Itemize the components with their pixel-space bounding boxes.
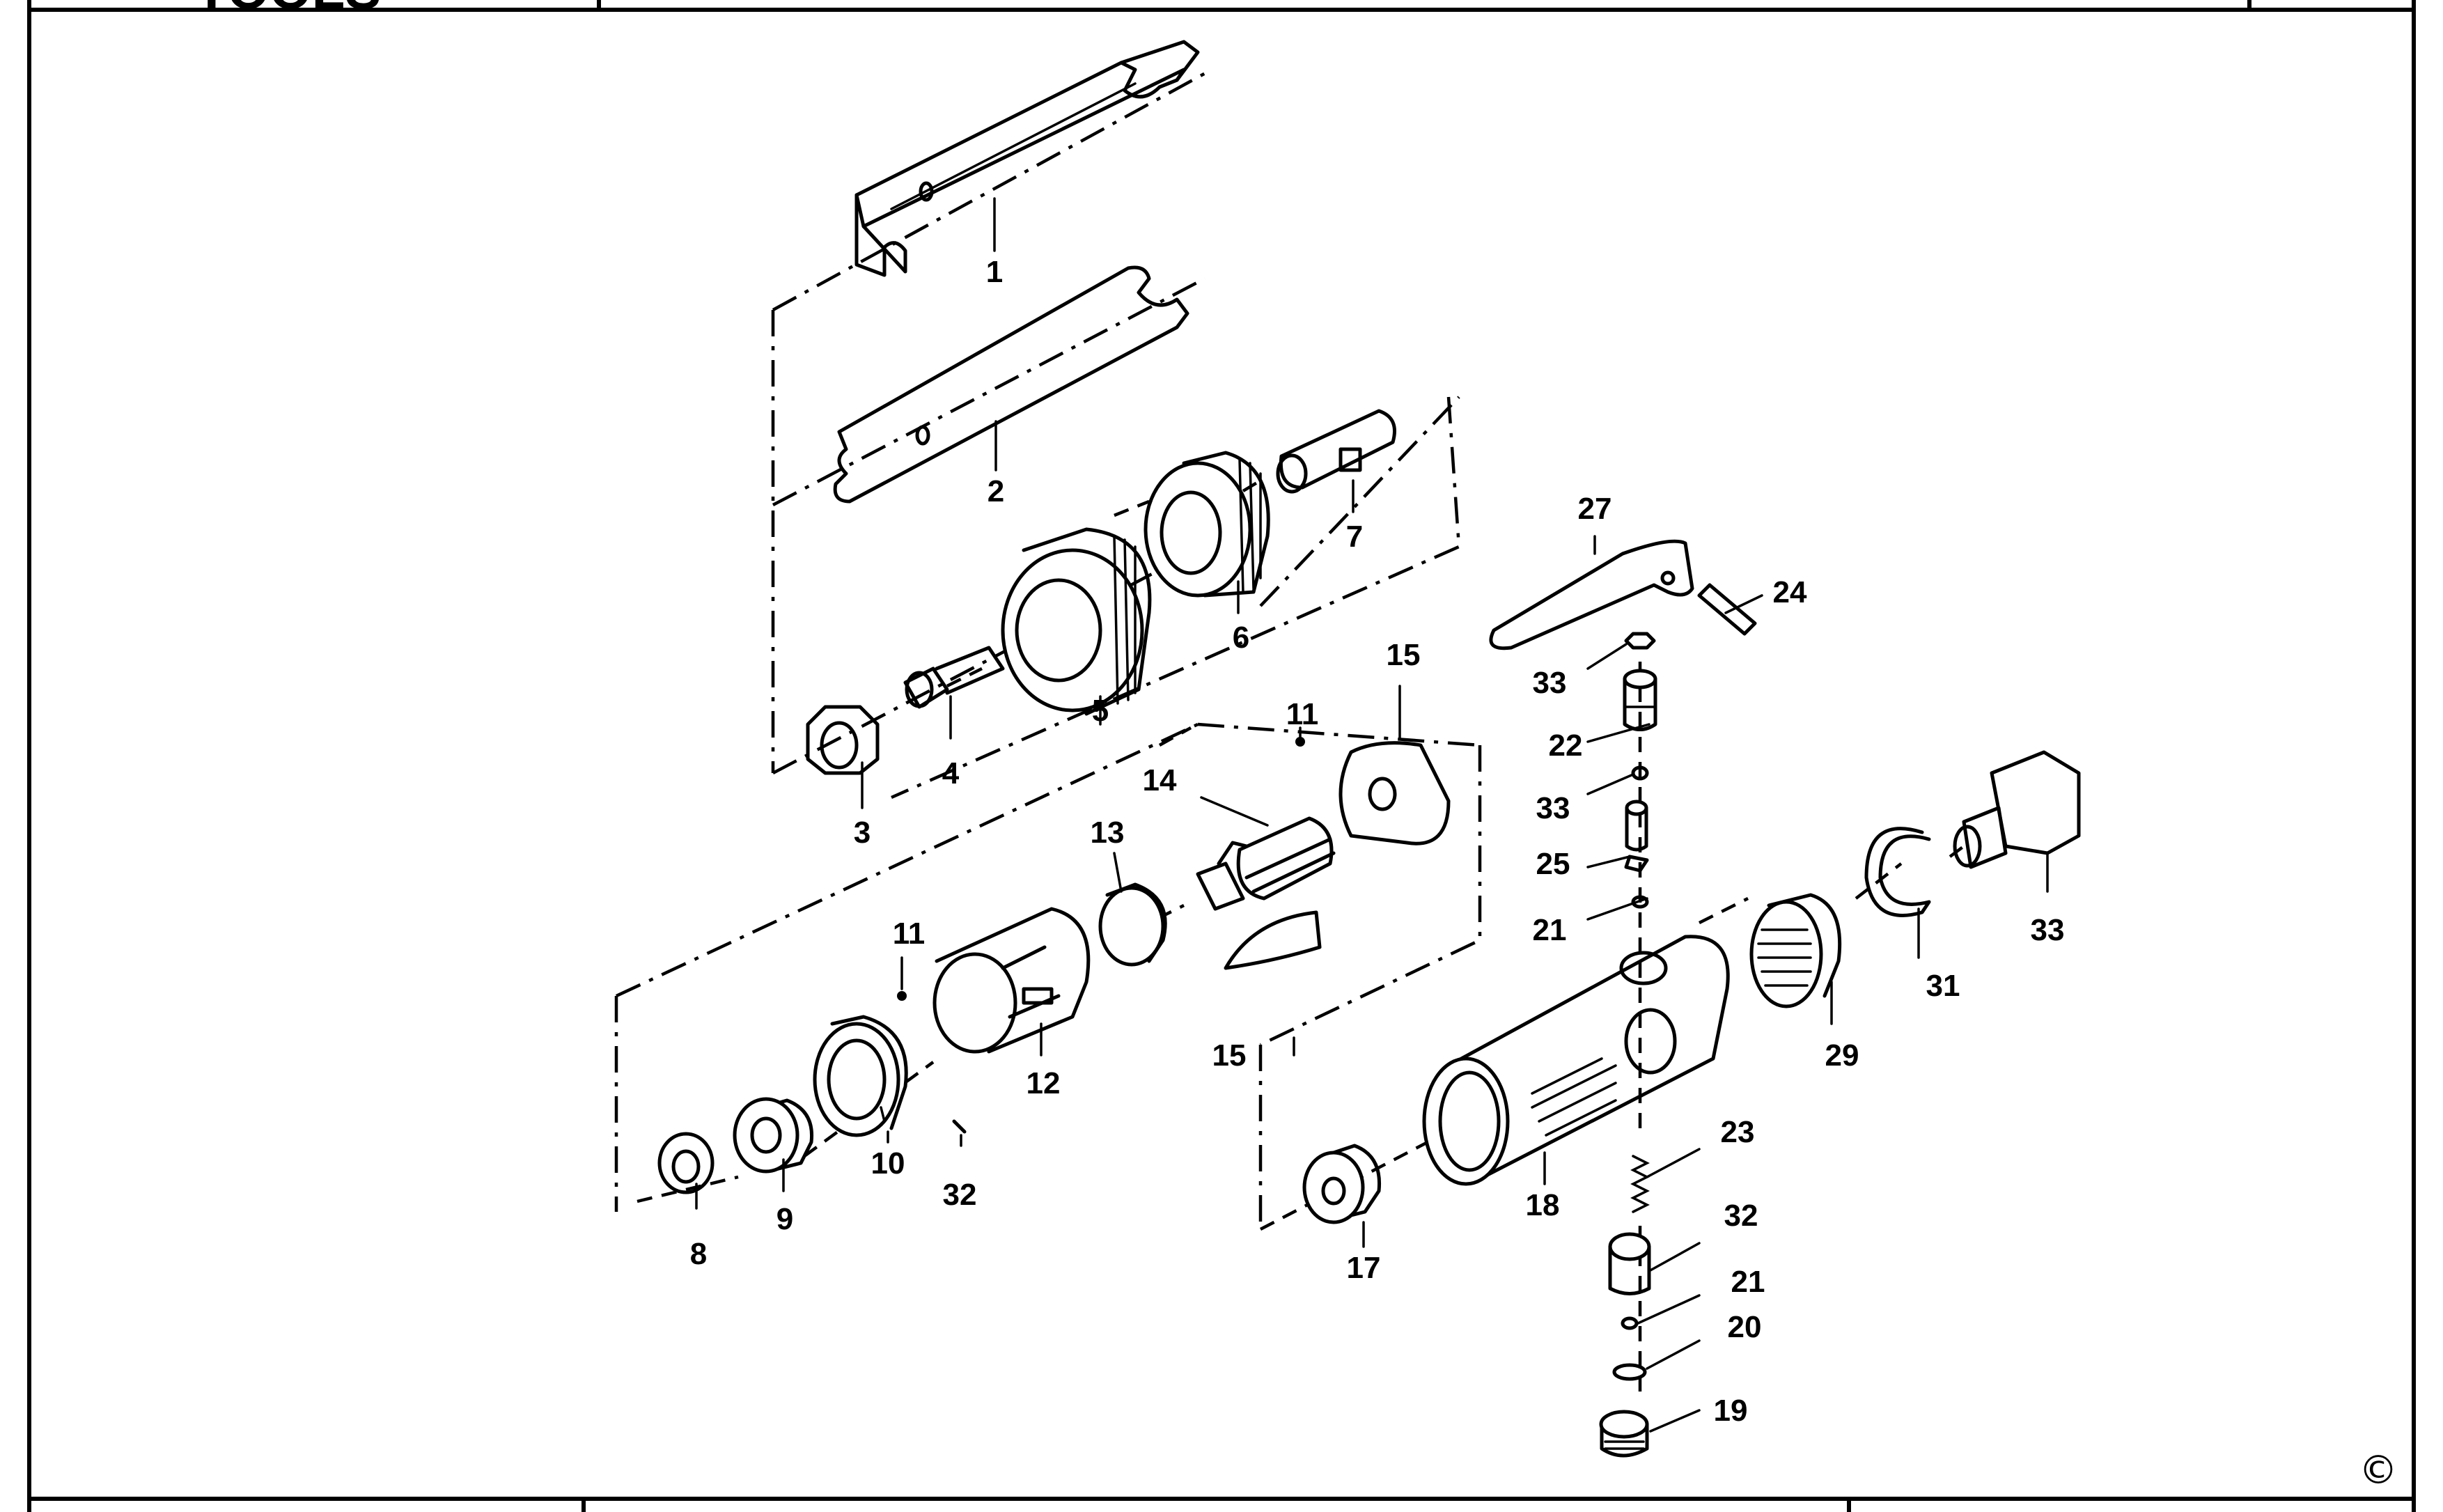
assembly-boundary-lines [614,68,1965,1400]
label-part-2: 2 [988,474,1004,508]
part-14-rotor [1196,816,1336,911]
drawing-frame [27,0,2416,1512]
label-part-11-lower: 11 [893,917,926,951]
part-17-muffler-cap [1302,1144,1382,1224]
label-part-31: 31 [1926,969,1960,1003]
label-part-8: 8 [690,1237,707,1271]
part-10-rear-plate [813,1015,908,1137]
part-11-pin-lower [897,991,907,1001]
part-4-bolt [903,646,1005,709]
part-19-inlet-bushing [1599,1410,1649,1458]
label-part-11-upper: 11 [1286,697,1319,731]
part-22-valve-bush [1623,669,1657,731]
small-parts [897,632,1656,1295]
part-18-housing [1422,935,1730,1186]
part-1-bent-wrench [854,40,1200,277]
part-23-spring [1630,1155,1650,1213]
label-part-17: 17 [1347,1251,1381,1285]
leader-lines [695,197,2049,1433]
part-labels: 1 2 3 4 5 6 7 8 9 10 11 11 12 13 14 15 1… [690,255,2065,1428]
part-3-nut [806,705,880,775]
part-32-screw [952,1119,967,1134]
label-part-29: 29 [1825,1038,1859,1073]
part-33-seal-mid [1631,765,1649,781]
label-part-15-upper: 15 [1387,638,1421,672]
label-part-1: 1 [986,255,1003,289]
label-part-12: 12 [1027,1066,1061,1100]
label-part-23: 23 [1721,1115,1755,1149]
label-part-24: 24 [1773,575,1807,609]
label-part-4: 4 [942,756,960,790]
brand-logo: TOOLS [195,0,381,20]
part-24-pin [1697,583,1757,636]
part-13-front-plate [1098,882,1167,967]
label-part-22: 22 [1549,728,1583,763]
part-5-knurled-collar [1001,527,1152,716]
part-7-spindle [1276,409,1396,494]
label-part-5: 5 [1092,694,1109,728]
part-33-inlet-fitting [1953,750,2081,869]
part-33-seal-top [1624,632,1656,650]
label-part-14: 14 [1143,763,1177,797]
part-11-pin-upper [1295,737,1305,747]
label-part-7: 7 [1346,520,1363,554]
label-part-32-right: 32 [1724,1199,1758,1233]
label-part-19: 19 [1714,1394,1748,1428]
part-32-valve-seat-top [1608,1232,1651,1261]
part-31-snap-ring [1864,827,1931,917]
label-part-27: 27 [1578,492,1612,526]
label-part-18: 18 [1526,1188,1560,1222]
brand-logo-text: TOOLS [195,0,381,20]
part-9-bearing [733,1097,814,1174]
label-part-3: 3 [854,816,871,850]
part-27-lever [1489,539,1694,650]
part-2-flat-wrench [833,265,1189,504]
label-part-15-lower: 15 [1212,1038,1247,1073]
part-12-cylinder [932,907,1091,1054]
label-part-13: 13 [1091,816,1125,850]
label-part-6: 6 [1233,621,1249,655]
part-29-muffler-screen [1749,893,1842,1008]
part-8-thin-nut [657,1132,715,1194]
part-21-o-rings [1621,895,1649,1330]
label-part-21-upper: 21 [1533,913,1567,947]
part-25-valve-stem [1624,800,1649,873]
part-6-ring-collar [1144,451,1270,598]
label-part-25: 25 [1536,847,1570,881]
label-part-9: 9 [776,1202,793,1236]
part-15-vanes [1224,741,1451,970]
part-20-washer [1612,1363,1647,1381]
label-part-20: 20 [1728,1310,1762,1344]
label-part-33-right: 33 [2031,913,2065,947]
label-part-33-top: 33 [1533,666,1567,700]
copyright-symbol: © [2359,1448,2398,1493]
label-part-32-lower-left: 32 [943,1178,977,1212]
part-32-valve-seat [1608,1245,1651,1295]
label-part-21-lower: 21 [1731,1265,1765,1299]
label-part-10: 10 [871,1146,905,1180]
label-part-33-mid: 33 [1536,791,1570,825]
